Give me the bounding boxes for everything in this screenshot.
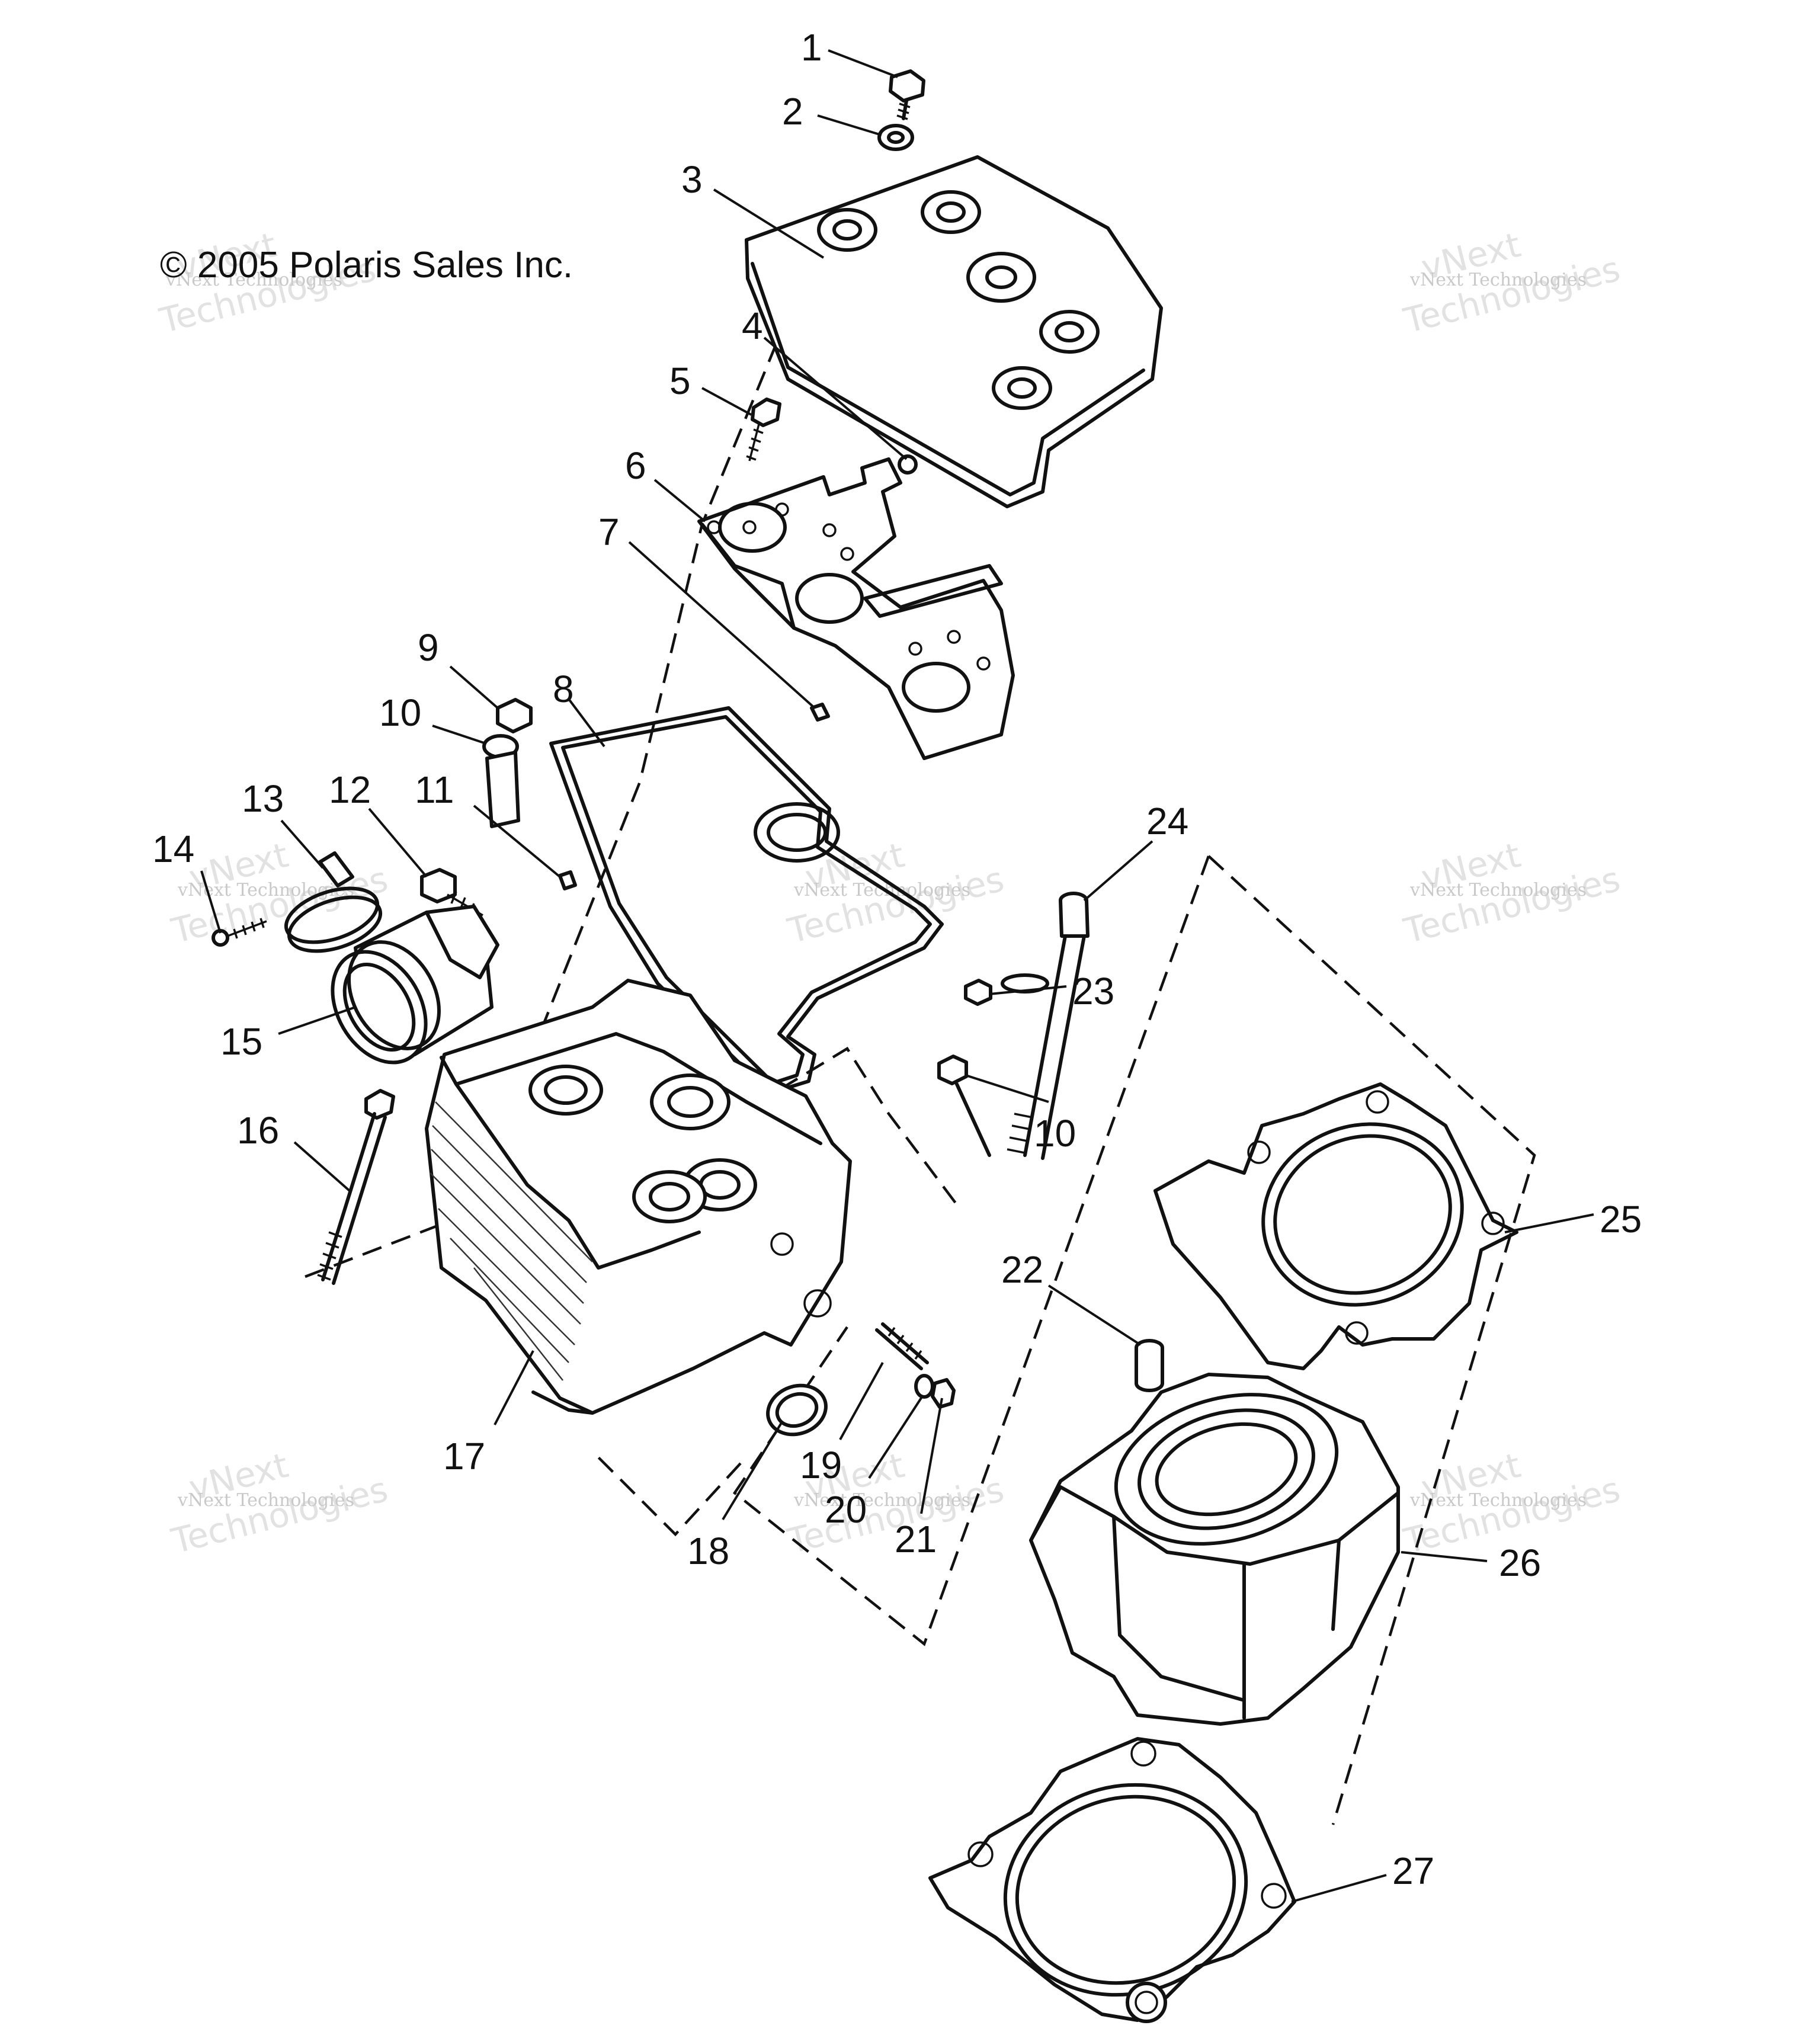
callout-18: 18 (687, 1530, 729, 1572)
part-2-washer (877, 124, 914, 151)
part-9-nut (496, 698, 533, 733)
callout-24: 24 (1146, 800, 1188, 842)
watermark: vNext Technologies vNext Technologies (1399, 225, 1624, 341)
callout-2: 2 (782, 90, 803, 133)
part-21-nut (931, 1378, 956, 1409)
part-12-bolt (420, 868, 483, 916)
part-7-dowel-pin (810, 703, 830, 722)
part-24-stud-bolt (1001, 892, 1090, 1160)
callout-13: 13 (242, 777, 284, 820)
callout-4: 4 (742, 305, 763, 347)
part-26-cylinder (1029, 1373, 1400, 1726)
watermark-line: vNext Technologies (177, 1490, 354, 1511)
part-1-bolt (889, 69, 925, 120)
callout-10-right: 10 (1034, 1112, 1076, 1155)
callout-14: 14 (152, 828, 194, 870)
callout-17: 17 (443, 1435, 485, 1478)
callout-1: 1 (801, 26, 822, 69)
callout-19: 19 (800, 1444, 842, 1486)
part-13-clamp (284, 851, 383, 953)
part-10-stud-left (482, 734, 520, 828)
leader-lines (200, 49, 1594, 1903)
part-27-base-gasket (928, 1737, 1296, 2023)
part-19-stud (875, 1322, 929, 1370)
watermark-line: vNext Technologies (1409, 270, 1587, 290)
part-25-head-gasket (1153, 1082, 1518, 1370)
callout-3: 3 (681, 158, 703, 201)
callout-8: 8 (553, 668, 574, 710)
callout-11: 11 (415, 768, 454, 811)
watermark-line: vNext Technologies (793, 1490, 970, 1511)
watermark: vNext Technologies vNext Technologies (1399, 1445, 1624, 1562)
part-5-bolt (746, 398, 781, 462)
part-22-dowel (1135, 1339, 1164, 1392)
part-16-long-bolt (317, 1089, 395, 1285)
part-20-washer (914, 1374, 934, 1399)
part-3-valve-cover (745, 155, 1163, 508)
part-17-cylinder-head (425, 979, 852, 1415)
part-6-cam-carrier (697, 457, 1015, 760)
callouts: 1 2 3 4 5 6 7 8 9 10 11 12 13 14 15 16 1… (152, 26, 1642, 1892)
callout-25: 25 (1600, 1198, 1642, 1241)
callout-12: 12 (329, 768, 371, 811)
callout-21: 21 (895, 1518, 937, 1560)
part-11-pin (558, 870, 577, 890)
copyright-notice: © 2005 Polaris Sales Inc. (160, 245, 573, 286)
callout-6: 6 (625, 444, 646, 487)
callout-5: 5 (669, 360, 691, 402)
callout-22: 22 (1001, 1248, 1043, 1291)
part-15-intake-boot (331, 905, 499, 1065)
watermark-line: vNext Technologies (1409, 880, 1587, 900)
part-23-nut (964, 979, 992, 1006)
callout-26: 26 (1499, 1542, 1541, 1584)
part-4-dowel (898, 454, 918, 475)
callout-7: 7 (598, 511, 620, 553)
callout-10-left: 10 (379, 691, 421, 734)
watermark-line: vNext Technologies (1409, 1490, 1587, 1511)
watermark: vNext Technologies vNext Technologies (167, 1445, 392, 1562)
callout-9: 9 (418, 626, 439, 669)
callout-15: 15 (220, 1020, 262, 1063)
callout-27: 27 (1392, 1850, 1434, 1892)
part-10-stud-right (937, 1055, 991, 1157)
callout-16: 16 (237, 1109, 279, 1152)
part-18-o-ring (766, 1383, 828, 1437)
watermark-line: vNext Technologies (165, 270, 342, 290)
watermark: vNext Technologies vNext Technologies (1399, 835, 1624, 951)
callout-23: 23 (1072, 970, 1114, 1012)
callout-20: 20 (825, 1488, 867, 1531)
